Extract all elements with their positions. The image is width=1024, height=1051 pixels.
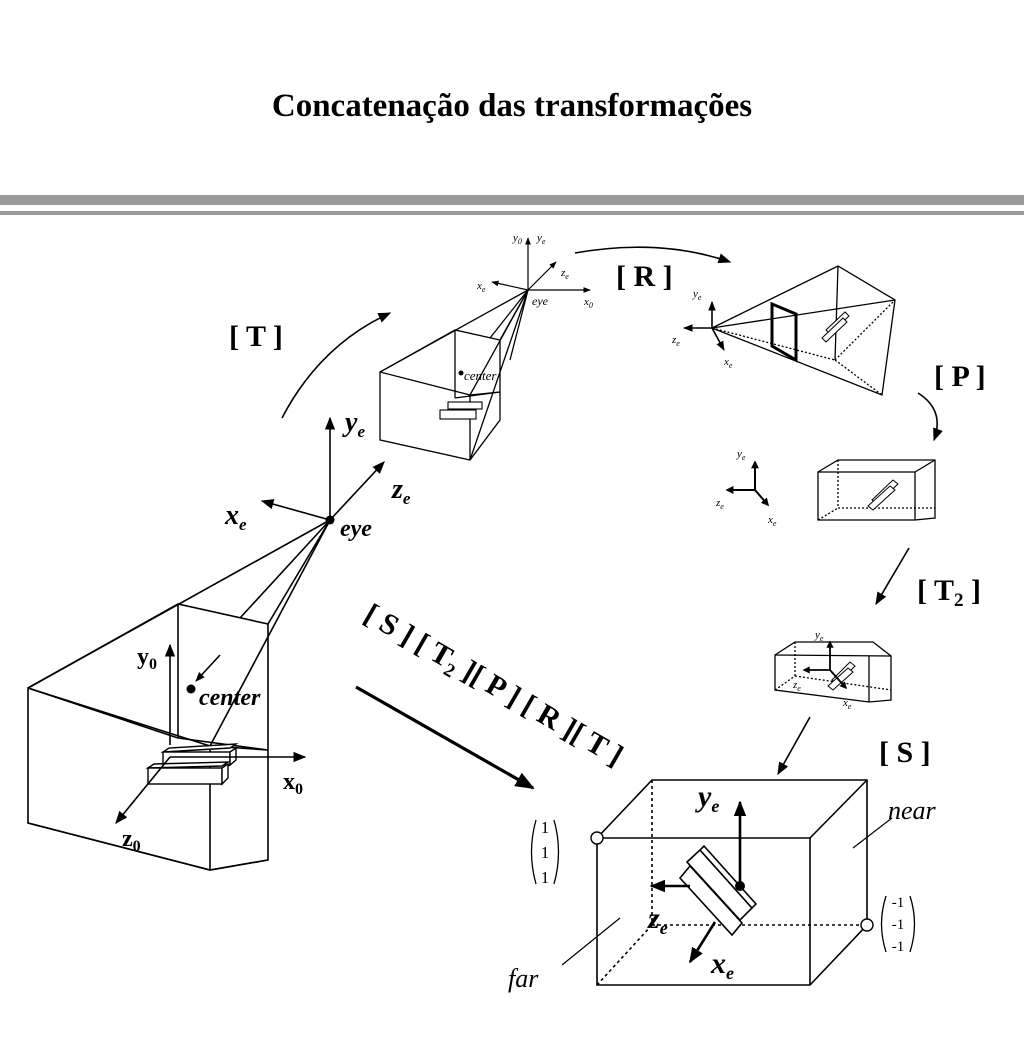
title-rule-thin xyxy=(0,211,1024,215)
ze-axis xyxy=(329,461,385,521)
x0-label: x0 xyxy=(283,769,303,798)
translated-frustum xyxy=(379,289,529,461)
stage5-axes xyxy=(802,640,847,690)
stage2-ze-label: ze xyxy=(560,267,569,281)
far-corner-vector: -1 -1 -1 xyxy=(880,895,916,955)
xe-axis xyxy=(260,499,331,521)
far-leader xyxy=(561,917,621,966)
near-corner-v3: 1 xyxy=(541,868,550,887)
stage6-xe-label: xe xyxy=(710,947,734,983)
translated2-box xyxy=(774,641,892,703)
stage3-axes xyxy=(683,301,725,351)
near-corner-v2: 1 xyxy=(541,843,550,862)
stage6-ze-label: ze xyxy=(647,902,668,938)
ye-label: ye xyxy=(342,407,365,441)
label-T2: [ T2 ] xyxy=(917,574,981,611)
projected-object xyxy=(867,479,899,511)
xe-label: xe xyxy=(224,500,247,534)
y0-label: y0 xyxy=(137,644,157,673)
stage5-ye-label: ye xyxy=(814,629,824,643)
stage2-y0-label: y0 xyxy=(512,232,522,246)
normalized-object xyxy=(678,844,758,937)
label-R: [ R ] xyxy=(616,260,673,293)
world-frustum xyxy=(27,519,331,871)
translated-object xyxy=(439,401,483,420)
stage4-xe-label: xe xyxy=(767,514,777,528)
far-label: far xyxy=(508,964,539,993)
near-label: near xyxy=(888,796,937,825)
stage4-ze-label: ze xyxy=(715,497,724,511)
arrow-P xyxy=(917,392,943,442)
page-title: Concatenação das transformações xyxy=(271,88,753,124)
rotated-object xyxy=(821,311,850,343)
center-label: center xyxy=(199,685,261,711)
stage2-xe-label: xe xyxy=(476,280,486,294)
label-T: [ T ] xyxy=(229,320,283,353)
stage3-xe-label: xe xyxy=(723,356,733,370)
center-direction xyxy=(195,654,221,682)
stage5-ze-label: ze xyxy=(792,679,801,693)
label-S: [ S ] xyxy=(879,736,931,769)
arrow-T xyxy=(281,312,392,419)
far-corner-v2: -1 xyxy=(892,917,905,933)
stage6-axes xyxy=(649,800,747,964)
arrow-S xyxy=(777,716,811,776)
world-object xyxy=(145,743,239,786)
stage6-eye-point xyxy=(735,881,745,891)
corner-far xyxy=(860,918,874,932)
stage3-ye-label: ye xyxy=(692,288,702,302)
eye-label: eye xyxy=(340,516,372,542)
far-corner-v3: -1 xyxy=(892,939,905,955)
far-corner-v1: -1 xyxy=(892,895,905,911)
stage5-xe-label: xe xyxy=(842,697,852,711)
stage3-ze-label: ze xyxy=(671,334,680,348)
projected-box xyxy=(817,459,936,521)
near-leader xyxy=(852,817,893,849)
eye-point xyxy=(325,515,335,525)
chain-label: [ S ] [ T2 ][ P ] [ R ][ T ] xyxy=(357,597,629,775)
arrow-R xyxy=(574,246,732,264)
arrow-T2 xyxy=(875,547,910,606)
near-corner-vector: 1 1 1 xyxy=(530,818,560,887)
frustum-ray-3 xyxy=(267,519,331,625)
label-P: [ P ] xyxy=(934,360,986,393)
stage6-ye-label: ye xyxy=(695,780,719,816)
stage4-ye-label: ye xyxy=(736,448,746,462)
stage2-x0-label: x0 xyxy=(583,296,593,310)
translated-center xyxy=(458,370,464,376)
frustum-ray-2 xyxy=(209,519,331,747)
frustum-ray-4 xyxy=(239,519,331,619)
stage4-axes xyxy=(725,460,770,507)
stage2-eye-label: eye xyxy=(532,294,549,308)
ze-label: ze xyxy=(391,474,411,508)
translated-center-label: center xyxy=(464,368,497,383)
eye-axes xyxy=(260,416,385,521)
world-axes xyxy=(115,643,307,824)
corner-near xyxy=(590,831,604,845)
translated2-object xyxy=(827,661,856,691)
near-corner-v1: 1 xyxy=(541,818,550,837)
stage2-ye-label: ye xyxy=(536,232,546,246)
center-point xyxy=(186,684,196,694)
stage2-axes xyxy=(491,237,591,293)
z0-label: z0 xyxy=(122,826,141,855)
title-rule-thick xyxy=(0,195,1024,205)
frustum-ray-1 xyxy=(27,519,331,689)
rotated-near-plane xyxy=(770,301,798,363)
chain-arrow xyxy=(355,685,535,790)
rotated-frustum xyxy=(710,265,896,396)
z0-axis xyxy=(115,756,171,824)
